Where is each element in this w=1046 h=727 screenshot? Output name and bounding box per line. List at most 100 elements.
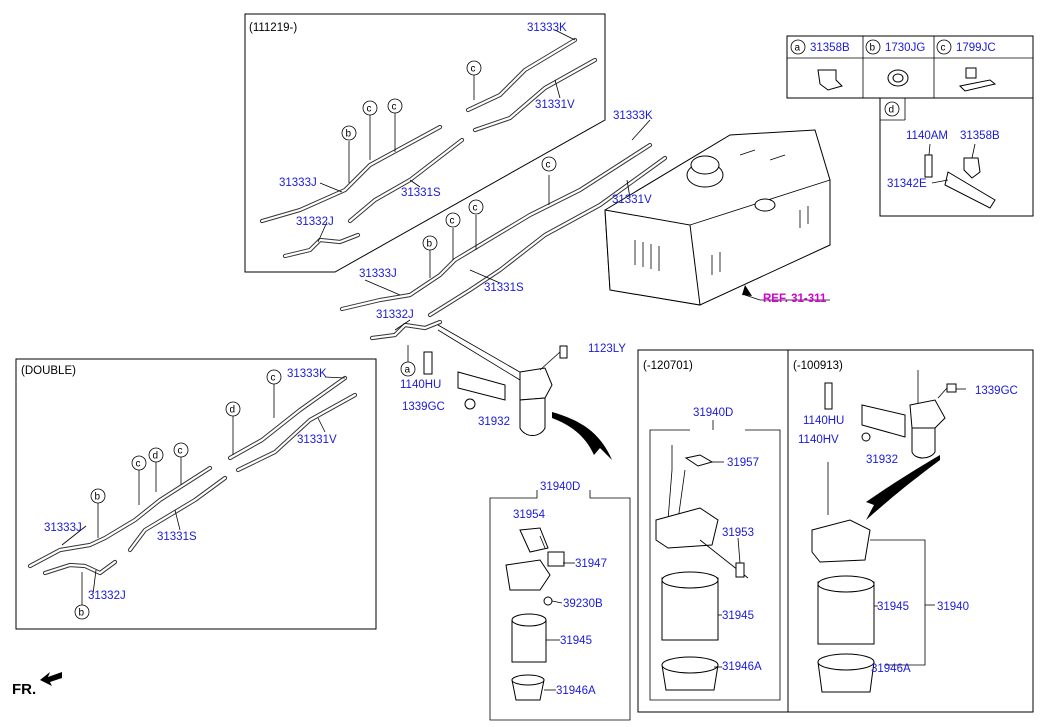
p120701-label-2: 31945	[722, 610, 754, 622]
early-label-3: 31331S	[401, 187, 441, 199]
main-label-4: 31332J	[376, 309, 414, 321]
bottom-label-4: 31946A	[556, 685, 596, 697]
p100913-label-1: 1140HU	[803, 415, 844, 427]
legend-d-part-0: 1140AM	[906, 130, 948, 142]
main-label-7: 1339GC	[402, 401, 445, 413]
legend-d-part-2: 31342E	[887, 178, 927, 190]
bottom-label-3: 31945	[560, 635, 592, 647]
double-label-0: 31333K	[287, 368, 327, 380]
legend-a-part: 31358B	[810, 42, 850, 54]
p100913-label-2: 1140HV	[798, 434, 839, 446]
double-label-2: 31333J	[44, 522, 82, 534]
front-label: FR.	[12, 681, 36, 698]
main-label-6: 1140HU	[400, 379, 441, 391]
svg-text:b: b	[79, 608, 85, 619]
legend-b-part: 1730JG	[885, 42, 925, 54]
panel-double-title: (DOUBLE)	[21, 365, 76, 377]
early-label-4: 31332J	[296, 216, 334, 228]
panel-100913-title: (-100913)	[793, 360, 843, 372]
bottom-label-0: 31954	[513, 509, 546, 521]
legend-d: d 1140AM 31358B 31342E	[879, 98, 1034, 217]
callout-b-main: b	[422, 235, 438, 251]
legend-b-key: b	[870, 43, 876, 54]
callout-c-double-3: c	[173, 442, 189, 458]
early-label-1: 31331V	[535, 99, 575, 111]
p120701-label-1: 31953	[722, 527, 754, 539]
p100913-label-6: 31946A	[871, 663, 911, 675]
callout-c-early-2: c	[362, 100, 378, 116]
main-label-5: 1123LY	[588, 343, 626, 355]
bottom-label-1: 31947	[575, 558, 607, 570]
main-label-2: 31333J	[359, 268, 397, 280]
band-clip-icon	[958, 79, 997, 92]
front-arrow-icon	[40, 672, 62, 686]
svg-text:b: b	[427, 239, 433, 250]
svg-text:d: d	[153, 451, 159, 462]
bolt-icon	[924, 154, 933, 178]
callout-c-main-2: c	[445, 212, 461, 228]
svg-text:d: d	[230, 405, 236, 416]
bottom-label-2: 39230B	[563, 598, 603, 610]
panel-100913: (-100913)	[787, 349, 1034, 713]
callout-c-main-1: c	[541, 156, 557, 172]
callout-b-early: b	[341, 125, 357, 141]
main-label-3: 31331S	[484, 282, 524, 294]
p100913-label-0: 1339GC	[975, 385, 1018, 397]
early-label-2: 31333J	[279, 177, 317, 189]
callout-d-double-1: d	[225, 401, 241, 417]
bottom-group-label: 31940D	[540, 481, 580, 493]
svg-text:b: b	[346, 129, 352, 140]
main-label-0: 31333K	[613, 110, 653, 122]
p120701-label-0: 31957	[727, 457, 759, 469]
panel-111219: (111219-)	[244, 13, 606, 273]
double-label-1: 31331V	[297, 434, 337, 446]
svg-text:c: c	[178, 446, 183, 457]
svg-text:c: c	[367, 104, 372, 115]
legend-d-key: d	[889, 105, 895, 116]
panel-31940d-bottom: 31940D	[489, 481, 631, 721]
panel-120701: (-120701) 31940D	[637, 349, 789, 713]
svg-text:c: c	[471, 64, 476, 75]
double-label-4: 31332J	[88, 590, 126, 602]
panel-120701-title: (-120701)	[643, 360, 693, 372]
callout-c-double-2: c	[131, 455, 147, 471]
p100913-label-4: 31945	[877, 601, 909, 613]
legend-d-part-1: 31358B	[960, 130, 1000, 142]
front-direction-indicator: FR.	[12, 672, 62, 698]
panel-120701-group: 31940D	[693, 407, 733, 419]
callout-d-double-2: d	[148, 447, 164, 463]
double-label-3: 31331S	[157, 531, 197, 543]
early-label-0: 31333K	[527, 22, 567, 34]
callout-b-double-1: b	[90, 488, 106, 504]
p100913-label-5: 31940	[937, 601, 969, 613]
main-filter-assembly	[423, 345, 612, 460]
callout-c-double-1: c	[266, 369, 282, 385]
legend-a-key: a	[795, 43, 801, 54]
callout-a-main: a	[400, 361, 416, 377]
main-label-1: 31331V	[612, 194, 652, 206]
svg-text:b: b	[95, 492, 101, 503]
callout-c-early-3: c	[387, 98, 403, 114]
svg-text:c: c	[271, 373, 276, 384]
main-pipes	[339, 119, 668, 381]
svg-text:c: c	[546, 160, 551, 171]
legend-abc: a 31358B b 1730JG c 1799JC	[786, 35, 1034, 99]
callout-c-early-1: c	[466, 60, 482, 76]
svg-text:c: c	[392, 102, 397, 113]
p120701-label-3: 31946A	[722, 661, 762, 673]
callout-c-main-3: c	[468, 199, 484, 215]
panel-double: (DOUBLE)	[15, 358, 377, 630]
svg-text:c: c	[450, 216, 455, 227]
main-label-8: 31932	[478, 416, 510, 428]
callout-b-double-2: b	[74, 604, 90, 620]
legend-c-key: c	[941, 43, 946, 54]
fuel-tank	[604, 129, 831, 306]
p100913-label-3: 31932	[866, 454, 898, 466]
svg-text:a: a	[405, 365, 411, 376]
panel-111219-title: (111219-)	[249, 22, 297, 34]
legend-c-part: 1799JC	[956, 42, 996, 54]
clip-d-icon	[963, 157, 981, 179]
bracket-icon	[944, 171, 996, 209]
svg-text:c: c	[136, 459, 141, 470]
